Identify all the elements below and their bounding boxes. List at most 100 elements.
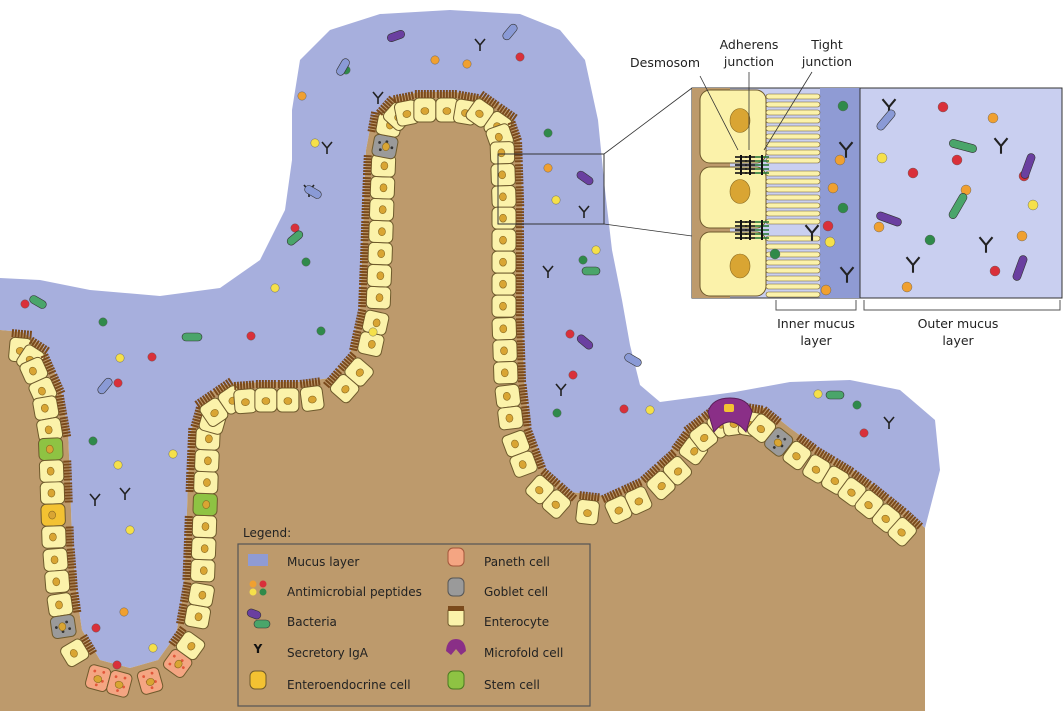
microvillus: [766, 260, 820, 265]
peptide-dot: [114, 461, 122, 469]
peptide-dot: [116, 354, 124, 362]
microvillus: [766, 268, 820, 273]
peptide-dot: [120, 608, 128, 616]
inner-bracket: [776, 300, 856, 310]
microvillus: [766, 244, 820, 249]
peptide-dot: [579, 256, 587, 264]
inset-peptide: [828, 183, 838, 193]
inset-peptide: [835, 155, 845, 165]
legend-item-bacteria: Bacteria: [287, 615, 337, 629]
inset-peptide: [838, 203, 848, 213]
peptide-dot: [148, 353, 156, 361]
peptide-dot: [317, 327, 325, 335]
microvillus: [766, 158, 820, 163]
tight-label-line2: junction: [801, 54, 852, 69]
legend-item-microfold: Microfold cell: [484, 646, 563, 660]
peptide-dot: [431, 56, 439, 64]
microfold-core: [724, 404, 734, 412]
goblet-cell: [50, 614, 77, 639]
microvillus: [766, 276, 820, 281]
inset-peptide: [1028, 200, 1038, 210]
inset-peptide: [770, 249, 780, 259]
inset-peptide: [1017, 231, 1027, 241]
microvillus: [766, 134, 820, 139]
inset-peptide: [838, 101, 848, 111]
zoom-line-bottom: [604, 224, 692, 236]
peptide-dot: [99, 318, 107, 326]
microvillus: [766, 126, 820, 131]
microvillus: [766, 110, 820, 115]
inner-mucus-label-line1: Inner mucus: [777, 316, 855, 331]
peptide-dot: [89, 437, 97, 445]
bacteria-icon: [582, 267, 600, 275]
microvillus: [766, 211, 820, 216]
tight-label-line1: Tight: [810, 37, 843, 52]
peptide-dot: [566, 330, 574, 338]
peptide-dot: [592, 246, 600, 254]
peptide-dot: [860, 429, 868, 437]
peptide-dot: [247, 332, 255, 340]
inset-peptide: [938, 102, 948, 112]
zoom-line-top: [604, 88, 692, 154]
peptide-dot: [271, 284, 279, 292]
inset-peptide: [877, 153, 887, 163]
legend-item-iga: Secretory IgA: [287, 646, 369, 660]
bacteria-icon: [182, 333, 202, 341]
peptide-dot: [113, 661, 121, 669]
legend-item-goblet: Goblet cell: [484, 585, 548, 599]
peptides-icon: [250, 581, 257, 588]
legend-item-peptides: Antimicrobial peptides: [287, 585, 422, 599]
inset-peptide: [908, 168, 918, 178]
peptide-dot: [369, 328, 377, 336]
adherens-label-line2: junction: [723, 54, 774, 69]
peptide-dot: [853, 401, 861, 409]
microvillus: [766, 187, 820, 192]
inset-peptide: [952, 155, 962, 165]
peptide-dot: [169, 450, 177, 458]
outer-bracket: [864, 300, 1060, 310]
inset-peptide: [990, 266, 1000, 276]
legend-item-enteroendocrine: Enteroendocrine cell: [287, 678, 411, 692]
microvillus: [766, 150, 820, 155]
peptide-dot: [149, 644, 157, 652]
outer-mucus-label-line2: layer: [942, 333, 974, 348]
peptide-dot: [646, 406, 654, 414]
enterocyte-brush: [448, 606, 464, 611]
paneth-icon: [448, 548, 464, 566]
peptide-dot: [544, 164, 552, 172]
mucus-swatch-icon: [248, 554, 268, 566]
microvillus: [766, 142, 820, 147]
adherens-label-line1: Adherens: [720, 37, 779, 52]
peptide-dot: [92, 624, 100, 632]
peptide-dot: [544, 129, 552, 137]
peptide-dot: [302, 258, 310, 266]
microvillus: [766, 195, 820, 200]
peptides-icon: [250, 589, 257, 596]
outer-mucus-label-line1: Outer mucus: [918, 316, 999, 331]
peptide-dot: [463, 60, 471, 68]
peptide-dot: [552, 196, 560, 204]
legend-item-paneth: Paneth cell: [484, 555, 550, 569]
inset-nucleus: [730, 109, 750, 133]
legend-item-mucus: Mucus layer: [287, 555, 359, 569]
peptide-dot: [298, 92, 306, 100]
iga-icon: Y: [253, 642, 263, 656]
inset-peptide: [825, 237, 835, 247]
inner-mucus-label-line2: layer: [800, 333, 832, 348]
stem-cell: [193, 493, 218, 516]
microvillus: [766, 94, 820, 99]
inset-peptide: [874, 222, 884, 232]
peptide-dot: [569, 371, 577, 379]
enteroendocrine-icon: [250, 671, 266, 689]
goblet-icon: [448, 578, 464, 596]
inset-peptide: [988, 113, 998, 123]
bacteria-icon: [826, 391, 844, 399]
inset-peptide: [823, 221, 833, 231]
inset-nucleus: [730, 180, 750, 204]
microvillus: [766, 292, 820, 297]
legend-item-stem: Stem cell: [484, 678, 540, 692]
stem-cell: [38, 438, 63, 461]
peptide-dot: [114, 379, 122, 387]
peptide-dot: [126, 526, 134, 534]
